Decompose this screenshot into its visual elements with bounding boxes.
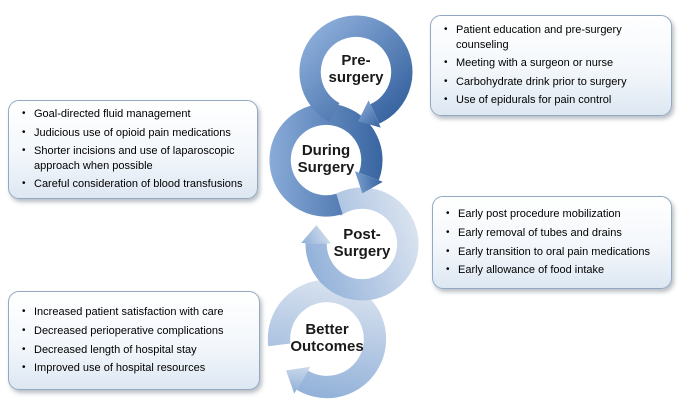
list-item: • Early removal of tubes and drains [445, 226, 661, 241]
list-item: • Improved use of hospital resources [21, 361, 249, 376]
bullet-text: Early removal of tubes and drains [458, 226, 622, 239]
info-box-better-outcomes: • Increased patient satisfaction with ca… [8, 291, 260, 390]
bullet-dot: • [446, 264, 450, 276]
bullet-dot: • [444, 94, 448, 106]
info-box-during-surgery: • Goal-directed fluid management • Judic… [8, 100, 258, 199]
info-box-post-surgery: • Early post procedure mobilization • Ea… [432, 196, 672, 289]
bullet-text: Shorter incisions and use of laparoscopi… [34, 145, 235, 172]
bullet-text: Early post procedure mobilization [458, 208, 621, 221]
list-item: • Meeting with a surgeon or nurse [443, 56, 661, 71]
bullet-text: Goal-directed fluid management [34, 108, 191, 121]
list-item: • Shorter incisions and use of laparosco… [21, 144, 247, 173]
bullet-text: Judicious use of opioid pain medications [34, 126, 231, 139]
bullet-dot: • [444, 57, 448, 69]
list-item: • Decreased perioperative complications [21, 324, 249, 339]
list-item: • Judicious use of opioid pain medicatio… [21, 126, 247, 141]
bullet-dot: • [446, 226, 450, 238]
bullet-dot: • [22, 145, 26, 157]
list-item: • Careful consideration of blood transfu… [21, 177, 247, 192]
stage-label-line: Post- [343, 226, 381, 244]
bullet-text: Decreased perioperative complications [34, 324, 224, 337]
bullet-dot: • [444, 75, 448, 87]
cycle-arrow-icon-better-outcomes [267, 279, 387, 399]
cycle-arrow-icon-post-surgery [301, 187, 419, 301]
bullet-text: Early transition to oral pain medication… [458, 245, 650, 258]
stage-label-line: Better [305, 321, 349, 339]
bullet-text: Meeting with a surgeon or nurse [456, 57, 614, 70]
bullet-text: Carbohydrate drink prior to surgery [456, 75, 627, 88]
stage-label-line: Outcomes [290, 338, 364, 355]
stage-label-line: Pre- [341, 52, 371, 70]
stage-label-line: surgery [328, 69, 384, 86]
stage-label-line: Surgery [297, 159, 355, 176]
list-item: • Goal-directed fluid management [21, 107, 247, 122]
stage-label-line: During [301, 142, 351, 160]
bullet-dot: • [22, 108, 26, 120]
list-item: • Early allowance of food intake [445, 263, 661, 278]
bullet-text: Decreased length of hospital stay [34, 343, 197, 356]
bullet-dot: • [22, 178, 26, 190]
bullet-text: Early allowance of food intake [458, 264, 605, 277]
bullet-text: Increased patient satisfaction with care [34, 306, 224, 319]
stage-label-better-outcomes: Better Outcomes [290, 321, 364, 356]
list-item: • Use of epidurals for pain control [443, 93, 661, 108]
bullet-text: Improved use of hospital resources [34, 362, 206, 375]
cycle-arrow-icon-during-surgery [269, 103, 383, 217]
bullet-text: Careful consideration of blood transfusi… [34, 178, 243, 191]
list-item: • Early post procedure mobilization [445, 207, 661, 222]
bullet-text: Patient education and pre-surgery counse… [456, 24, 622, 51]
bullet-dot: • [22, 306, 26, 318]
bullet-dot: • [22, 126, 26, 138]
list-item: • Decreased length of hospital stay [21, 343, 249, 358]
stage-label-line: Surgery [333, 243, 391, 260]
bullet-dot: • [446, 208, 450, 220]
bullet-dot: • [22, 343, 26, 355]
stage-label-pre-surgery: Pre- surgery [328, 52, 384, 87]
bullet-dot: • [22, 324, 26, 336]
cycle-arrow-icon-pre-surgery [299, 15, 413, 128]
info-box-pre-surgery: • Patient education and pre-surgery coun… [430, 15, 672, 116]
stage-label-post-surgery: Post- Surgery [333, 226, 391, 261]
bullet-dot: • [446, 245, 450, 257]
bullet-dot: • [444, 24, 448, 36]
list-item: • Early transition to oral pain medicati… [445, 245, 661, 260]
list-item: • Increased patient satisfaction with ca… [21, 305, 249, 320]
list-item: • Patient education and pre-surgery coun… [443, 23, 661, 52]
stage-label-during-surgery: During Surgery [297, 142, 355, 177]
bullet-dot: • [22, 362, 26, 374]
list-item: • Carbohydrate drink prior to surgery [443, 75, 661, 90]
bullet-text: Use of epidurals for pain control [456, 94, 612, 107]
